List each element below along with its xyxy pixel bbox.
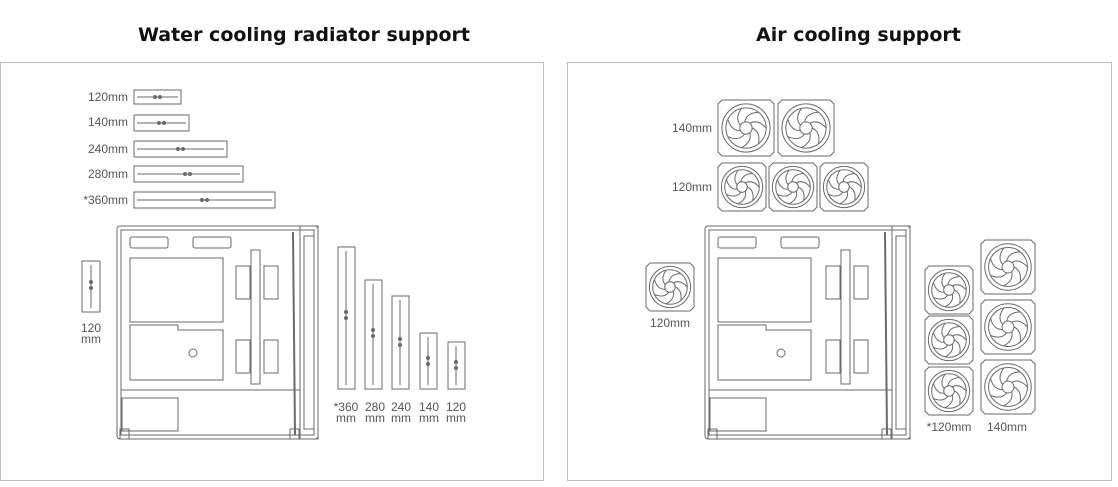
side-radiator-unit: mm [81, 332, 101, 346]
top-radiator-label-120: 120mm [87, 90, 128, 104]
fan-front-140-2 [980, 299, 1036, 355]
front-radiator-unit: mm [391, 411, 411, 425]
top-radiator-280 [133, 165, 244, 183]
front-radiator-label-120: 120 mm [443, 400, 469, 425]
fan-front-120-3 [924, 366, 974, 416]
front-radiator-unit: mm [336, 411, 356, 425]
fan-top-120-3 [819, 162, 869, 212]
top-radiator-240 [133, 140, 228, 158]
side-radiator-size: 120 [80, 321, 102, 335]
water-cooling-panel [0, 62, 544, 481]
front-radiator-size: 140 [418, 400, 440, 414]
side-radiator-label: 120 mm [74, 321, 108, 346]
front-fan-label-140: 140mm [986, 420, 1027, 434]
front-radiator-size: 280 [364, 400, 386, 414]
top-radiator-360 [133, 191, 276, 209]
fan-top-140-2 [777, 99, 835, 157]
front-radiator-unit: mm [446, 411, 466, 425]
front-radiator-size: *360 [333, 400, 359, 414]
fan-front-140-1 [980, 239, 1036, 295]
front-fan-label-120: *120mm [926, 420, 972, 434]
front-radiator-240 [391, 295, 410, 390]
air-cooling-title: Air cooling support [756, 24, 961, 46]
pc-case-water [116, 225, 319, 440]
air-cooling-panel [567, 62, 1112, 481]
fan-front-120-1 [924, 265, 974, 315]
front-radiator-120 [447, 341, 466, 390]
top-fan-label-120: 120mm [671, 180, 712, 194]
front-radiator-label-240: 240 mm [388, 400, 414, 425]
fan-top-120-2 [768, 162, 818, 212]
front-radiator-unit: mm [365, 411, 385, 425]
fan-front-120-2 [924, 315, 974, 365]
front-radiator-size: 240 [390, 400, 412, 414]
fan-top-120-1 [717, 162, 767, 212]
fan-rear-120 [645, 262, 695, 312]
front-radiator-size: 120 [445, 400, 467, 414]
top-radiator-120 [133, 89, 182, 105]
front-radiator-unit: mm [419, 411, 439, 425]
water-cooling-title: Water cooling radiator support [138, 24, 470, 46]
rear-fan-label: 120mm [649, 316, 690, 330]
top-radiator-label-360: *360mm [83, 193, 128, 207]
front-radiator-360 [337, 246, 356, 390]
top-radiator-label-140: 140mm [87, 115, 128, 129]
front-radiator-label-360: *360 mm [328, 400, 364, 425]
top-fan-label-140: 140mm [671, 121, 712, 135]
front-radiator-label-140: 140 mm [416, 400, 442, 425]
top-radiator-label-280: 280mm [87, 167, 128, 181]
pc-case-air [704, 225, 911, 440]
air-cooling-drawing [645, 99, 1036, 440]
top-radiator-140 [133, 114, 190, 132]
front-radiator-280 [364, 279, 383, 390]
front-radiator-140 [419, 332, 438, 390]
front-radiator-label-280: 280 mm [362, 400, 388, 425]
top-radiator-label-240: 240mm [87, 142, 128, 156]
fan-front-140-3 [980, 359, 1036, 415]
side-radiator-120 [81, 260, 101, 313]
fan-top-140-1 [717, 99, 775, 157]
